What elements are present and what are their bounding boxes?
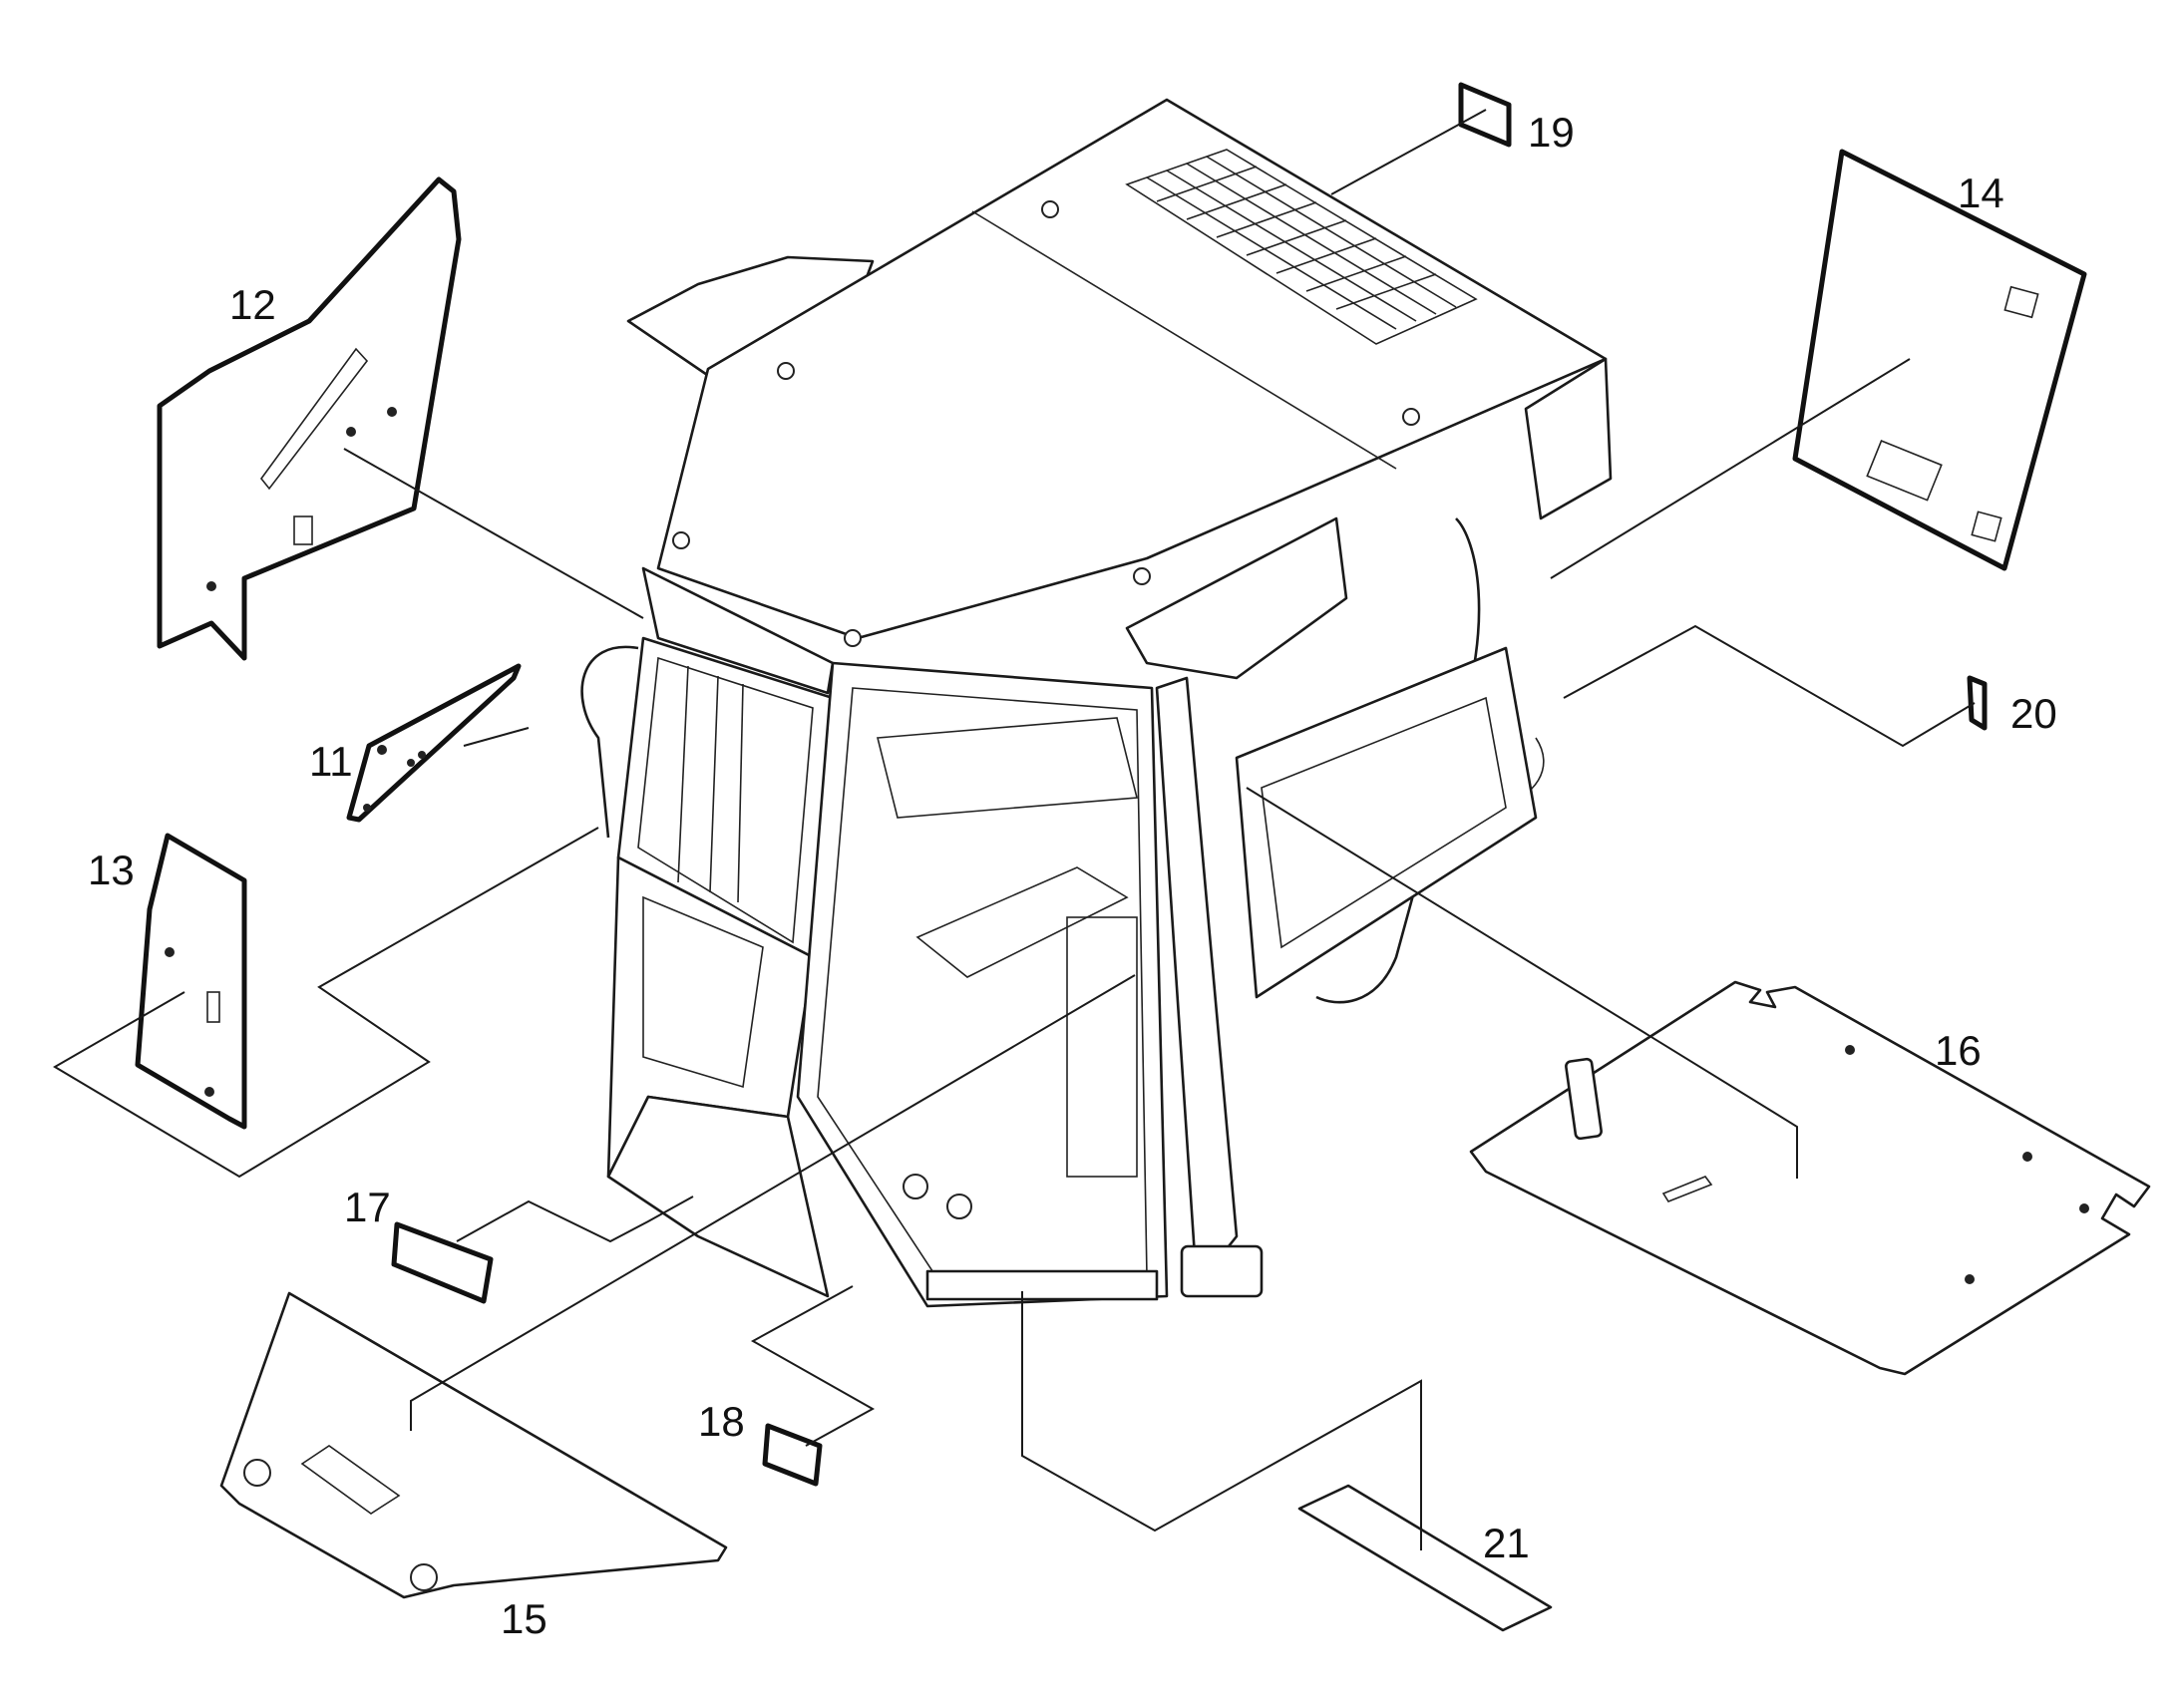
callout-15: 15 [501,1595,547,1642]
callout-12: 12 [229,281,276,328]
label-part-20 [1563,624,1988,748]
callout-14: 14 [1958,170,2004,216]
callout-18: 18 [698,1398,745,1445]
callout-16: 16 [1935,1027,1982,1074]
cab-frame [580,98,1613,1308]
callout-21: 21 [1483,1520,1530,1566]
label-part-19 [1330,82,1512,195]
callout-19: 19 [1528,109,1575,156]
callout-20: 20 [2010,690,2057,737]
roof-vent-grid [1125,149,1478,345]
panel-part-14 [1550,149,2087,579]
callout-labels: 11 12 13 14 15 16 17 18 19 20 21 [88,109,2057,1642]
label-part-17 [391,1196,694,1304]
callout-11: 11 [309,738,353,785]
panel-part-11 [346,663,530,823]
label-part-18 [750,1285,876,1487]
panel-part-15 [219,974,1136,1599]
callout-17: 17 [344,1184,391,1230]
strip-part-21 [1021,1291,1553,1632]
panel-part-12 [157,176,644,661]
callout-13: 13 [88,847,135,893]
panel-part-16 [1246,787,2151,1376]
panel-part-13 [53,827,599,1179]
